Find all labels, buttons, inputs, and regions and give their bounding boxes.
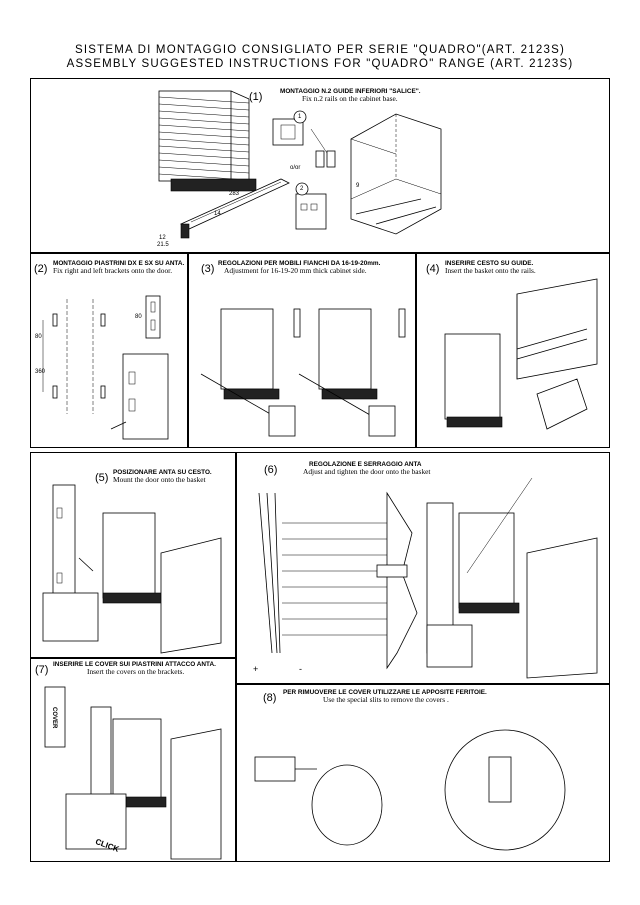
dim-283: 283 <box>229 191 240 197</box>
step-3-italian: REGOLAZIONI PER MOBILI FIANCHI DA 16-19-… <box>218 260 381 267</box>
step-6-illustration <box>258 477 598 679</box>
step-8-number: (8) <box>263 692 277 704</box>
or-label: o/or <box>290 165 301 171</box>
basket-bar <box>158 110 250 118</box>
step-6-english: Adjust and tighten the door onto the bas… <box>303 467 431 477</box>
basket-bar <box>158 138 250 146</box>
dim-9: 9 <box>356 183 360 189</box>
step-7-illustration <box>44 686 222 860</box>
step-2-italian: MONTAGGIO PIASTRINI DX E SX SU ANTA. <box>53 260 185 267</box>
step-6-caption: REGOLAZIONE E SERRAGGIO ANTA Adjust and … <box>303 461 430 476</box>
step-2-caption: MONTAGGIO PIASTRINI DX E SX SU ANTA. Fix… <box>53 260 184 275</box>
basket-bar <box>158 152 250 160</box>
step-2-panel: (2) MONTAGGIO PIASTRINI DX E SX SU ANTA.… <box>30 253 188 448</box>
step-2-illustration <box>42 295 169 440</box>
step-7-italian: INSERIRE LE COVER SUI PIASTRINI ATTACCO … <box>53 661 216 668</box>
minus-label: - <box>299 664 302 674</box>
step-5-italian: POSIZIONARE ANTA SU CESTO. <box>113 469 212 476</box>
step-4-illustration <box>444 278 598 430</box>
rail-drawing <box>180 178 290 239</box>
step-3-illustration <box>200 308 406 437</box>
step-5-english: Mount the door onto the basket <box>113 475 206 485</box>
basket-bar <box>158 96 250 104</box>
basket-bar <box>158 159 250 167</box>
basket-bar <box>158 145 250 153</box>
step-4-caption: INSERIRE CESTO SU GUIDE. Insert the bask… <box>445 260 536 275</box>
step-8-italian: PER RIMUOVERE LE COVER UTILIZZARE LE APP… <box>283 689 487 696</box>
basket-bar <box>158 103 250 111</box>
step-6-italian: REGOLAZIONE E SERRAGGIO ANTA <box>309 461 422 468</box>
step-2-number: (2) <box>34 263 48 275</box>
plus-label: + <box>253 664 259 674</box>
title-english: ASSEMBLY SUGGESTED INSTRUCTIONS FOR "QUA… <box>66 58 574 70</box>
step-7-number: (7) <box>35 664 49 676</box>
basket-bar <box>158 131 250 139</box>
step-8-english: Use the special slits to remove the cove… <box>323 695 449 705</box>
step-6-panel: (6) REGOLAZIONE E SERRAGGIO ANTA Adjust … <box>236 452 610 684</box>
step-7-panel: (7) INSERIRE LE COVER SUI PIASTRINI ATTA… <box>30 658 236 862</box>
step-7-english: Insert the covers on the brackets. <box>87 667 185 677</box>
dim-360: 360 <box>35 369 46 375</box>
step-5-panel: (5) POSIZIONARE ANTA SU CESTO. Mount the… <box>30 452 236 658</box>
step-8-panel: (8) PER RIMUOVERE LE COVER UTILIZZARE LE… <box>236 684 610 862</box>
step-1-illustration <box>158 90 442 239</box>
step-4-panel: (4) INSERIRE CESTO SU GUIDE. Insert the … <box>416 253 610 448</box>
step-5-caption: POSIZIONARE ANTA SU CESTO. Mount the doo… <box>113 469 212 484</box>
step-6-number: (6) <box>264 464 278 476</box>
step-3-panel: (3) REGOLAZIONI PER MOBILI FIANCHI DA 16… <box>188 253 416 448</box>
bracket-detail-drawing <box>272 118 336 230</box>
step-3-number: (3) <box>201 263 215 275</box>
dim-12: 12 <box>159 235 166 241</box>
step-1-caption: MONTAGGIO N.2 GUIDE INFERIORI "SALICE". … <box>280 88 421 103</box>
basket-bar <box>158 117 250 125</box>
step-4-number: (4) <box>426 263 440 275</box>
step-2-english: Fix right and left brackets onto the doo… <box>53 266 173 276</box>
dim-80-left: 80 <box>35 334 42 340</box>
basket-drawing <box>158 90 257 192</box>
basket-bar <box>158 124 250 132</box>
dim-14: 14 <box>214 211 221 217</box>
step-1-panel: (1) MONTAGGIO N.2 GUIDE INFERIORI "SALIC… <box>30 78 610 253</box>
step-1-english: Fix n.2 rails on the cabinet base. <box>302 94 398 104</box>
step-8-illustration <box>254 729 566 851</box>
step-8-caption: PER RIMUOVERE LE COVER UTILIZZARE LE APP… <box>283 689 487 704</box>
dim-80-right: 80 <box>135 314 142 320</box>
dim-21: 21.5 <box>157 242 169 248</box>
circle-label-2: 2 <box>300 186 304 192</box>
step-1-italian: MONTAGGIO N.2 GUIDE INFERIORI "SALICE". <box>280 88 421 95</box>
step-3-english: Adjustment for 16-19-20 mm thick cabinet… <box>224 266 367 276</box>
basket-bar <box>158 166 250 174</box>
step-1-number: (1) <box>249 91 263 103</box>
circle-label-1: 1 <box>298 114 302 120</box>
step-3-caption: REGOLAZIONI PER MOBILI FIANCHI DA 16-19-… <box>218 260 380 275</box>
cabinet-drawing <box>350 113 442 235</box>
title-italian: SISTEMA DI MONTAGGIO CONSIGLIATO PER SER… <box>75 44 565 56</box>
step-7-caption: INSERIRE LE COVER SUI PIASTRINI ATTACCO … <box>53 661 216 676</box>
step-4-italian: INSERIRE CESTO SU GUIDE. <box>445 260 534 267</box>
step-5-number: (5) <box>95 472 109 484</box>
step-5-illustration <box>42 484 222 654</box>
cover-label: COVER <box>51 707 57 729</box>
step-4-english: Insert the basket onto the rails. <box>445 266 536 276</box>
